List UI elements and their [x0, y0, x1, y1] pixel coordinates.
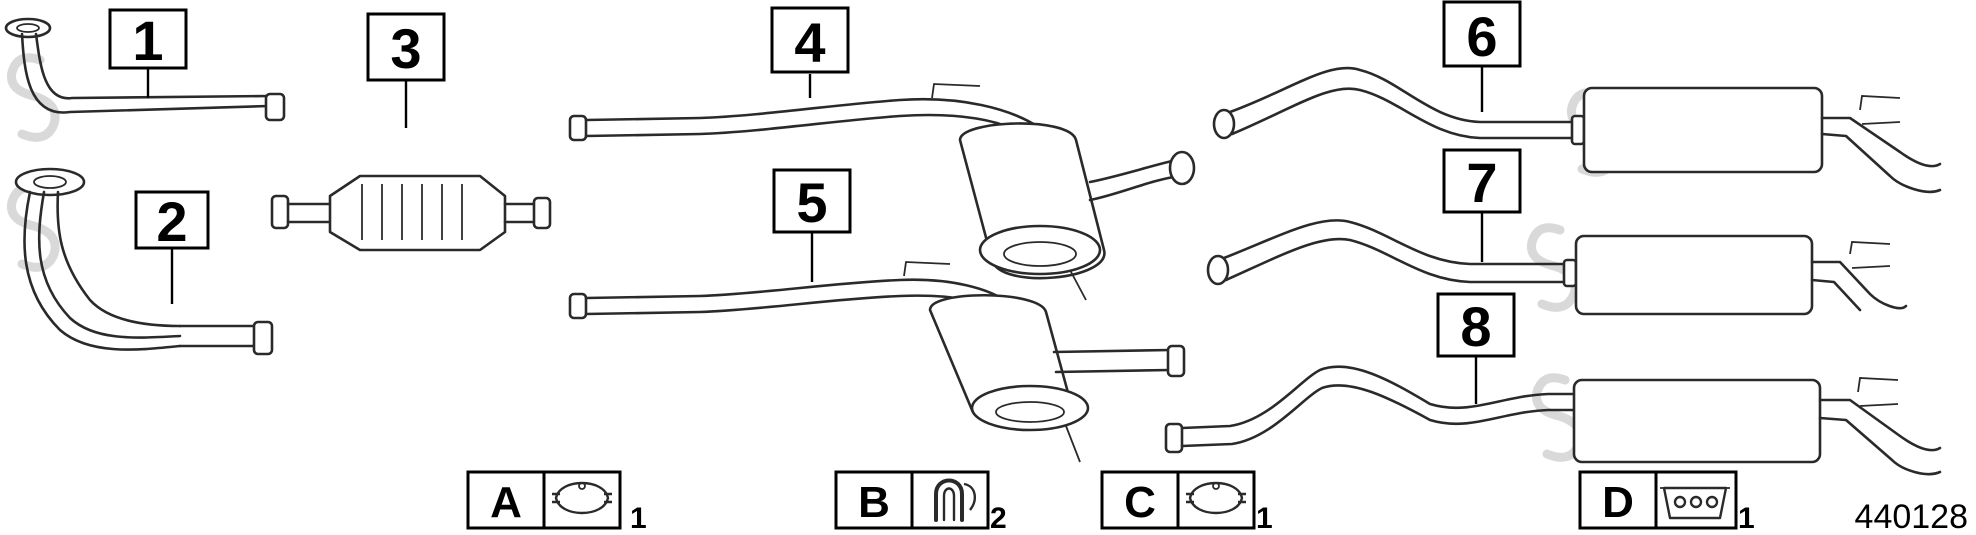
- legend-qty-b: 2: [990, 502, 1007, 535]
- rubber-mount-icon: [1660, 486, 1730, 520]
- part-7-rear-silencer: [1206, 219, 1908, 316]
- callout-box-6: [1442, 0, 1522, 68]
- legend-letter-c: C: [1124, 478, 1156, 527]
- callout-box-7: [1442, 148, 1522, 214]
- legend-item-d: D 1: [1578, 470, 1755, 535]
- legend-qty-d: 1: [1738, 502, 1755, 535]
- pipe-clamp-icon: [552, 481, 612, 515]
- callout-1: 1: [132, 9, 163, 72]
- legend-item-a: A 1: [466, 470, 647, 535]
- part-8-rear-silencer: [1164, 365, 1942, 476]
- callout-box-4: [770, 6, 850, 74]
- callout-4: 4: [794, 11, 825, 74]
- legend-letter-d: D: [1602, 478, 1634, 527]
- part-2-front-pipe: [14, 167, 274, 356]
- callout-box-5: [772, 168, 852, 234]
- u-bolt-icon: [934, 478, 976, 522]
- legend-letter-a: A: [490, 478, 522, 527]
- callout-box-1: [108, 8, 188, 70]
- legend-qty-c: 1: [1256, 502, 1273, 535]
- callout-2: 2: [156, 190, 187, 253]
- watermark-marks: [6, 53, 1620, 462]
- callout-8: 8: [1460, 295, 1491, 358]
- callout-box-2: [134, 190, 210, 250]
- callout-7: 7: [1466, 151, 1497, 214]
- diagram-reference-number: 440128: [1855, 498, 1968, 535]
- legend-qty-a: 1: [630, 502, 647, 535]
- part-5-intermediate-silencer: [568, 261, 1186, 463]
- callout-5: 5: [796, 171, 827, 234]
- callout-6: 6: [1466, 5, 1497, 68]
- part-4-intermediate-silencer: [568, 83, 1196, 301]
- legend-item-b: B 2: [834, 470, 1007, 535]
- legend-letter-b: B: [858, 478, 890, 527]
- callout-box-8: [1436, 292, 1516, 358]
- pipe-clamp-icon: [1186, 481, 1246, 515]
- part-3-catalytic-converter: [270, 174, 552, 252]
- part-6-rear-silencer: [1212, 66, 1942, 194]
- callout-box-3: [366, 12, 446, 82]
- part-1-front-pipe: [4, 17, 286, 122]
- callout-3: 3: [390, 17, 421, 80]
- legend-item-c: C 1: [1100, 470, 1273, 535]
